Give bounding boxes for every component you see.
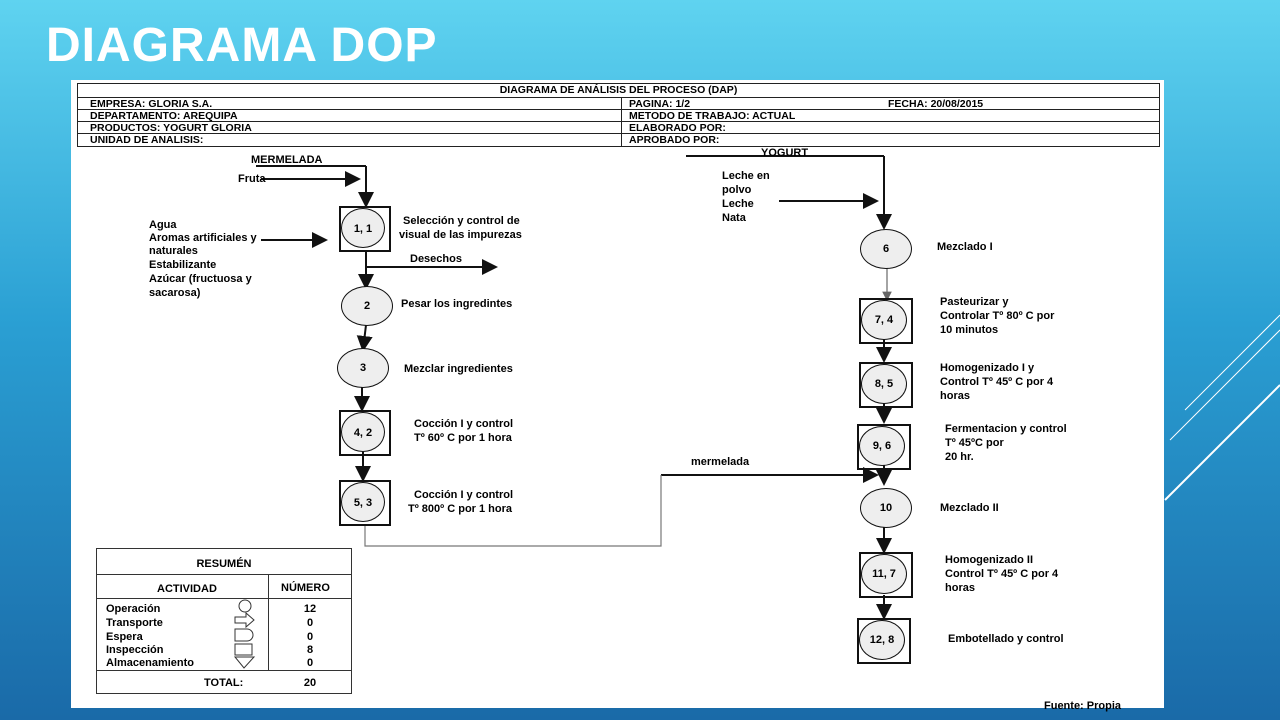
summary-value-espera: 0	[306, 631, 314, 643]
summary-table: RESUMÉN ACTIVIDAD NÚMERO Operación Trans…	[96, 548, 352, 694]
summary-row-espera: Espera	[106, 631, 143, 643]
summary-total-label: TOTAL:	[204, 677, 244, 689]
d-shape-icon	[234, 628, 254, 642]
source-footnote: Fuente: Propia	[1044, 700, 1122, 712]
arrow-icon	[234, 611, 255, 629]
summary-value-operacion: 12	[303, 603, 317, 615]
summary-value-inspeccion: 8	[306, 644, 314, 656]
fecha: FECHA: 20/08/2015	[888, 98, 984, 110]
flow-connectors	[256, 155, 892, 620]
summary-total-value: 20	[303, 677, 317, 689]
mermelada-link-label: mermelada	[691, 456, 750, 468]
elaborado-por: ELABORADO POR:	[629, 122, 726, 134]
mermelada-title: MERMELADA	[251, 154, 323, 166]
desechos-label: Desechos	[410, 253, 462, 265]
summary-value-almacenamiento: 0	[306, 657, 314, 669]
yogurt-title: YOGURT	[761, 147, 809, 159]
step-label-10: Mezclado II	[940, 502, 999, 514]
summary-value-transporte: 0	[306, 617, 314, 629]
summary-row-operacion: Operación	[106, 603, 161, 615]
col-number: NÚMERO	[281, 582, 330, 594]
header-table: DIAGRAMA DE ANÁLISIS DEL PROCESO (DAP) E…	[77, 83, 1160, 147]
process-sheet: DIAGRAMA DE ANÁLISIS DEL PROCESO (DAP) E…	[71, 80, 1164, 712]
circle-icon	[238, 599, 252, 613]
summary-row-inspeccion: Inspección	[106, 644, 164, 656]
summary-row-almacenamiento: Almacenamiento	[106, 657, 195, 669]
metodo-trabajo: METODO DE TRABAJO: ACTUAL	[629, 110, 796, 122]
input-fruta: Fruta	[238, 173, 266, 185]
step-label-12-8: Embotellado y control	[948, 633, 1064, 645]
triangle-icon	[233, 656, 256, 669]
unidad-analisis: UNIDAD DE ANALISIS:	[90, 134, 204, 146]
summary-title: RESUMÉN	[196, 558, 252, 570]
step-label-2: Pesar los ingredintes	[401, 298, 513, 310]
header-title: DIAGRAMA DE ANÁLISIS DEL PROCESO (DAP)	[499, 84, 738, 96]
empresa: EMPRESA: GLORIA S.A.	[90, 98, 213, 110]
summary-symbols	[233, 599, 256, 669]
aprobado-por: APROBADO POR:	[629, 134, 720, 146]
pagina: PAGINA: 1/2	[629, 98, 691, 110]
slide-title: DIAGRAMA DOP	[46, 19, 438, 72]
step-label-6: Mezclado I	[937, 241, 993, 253]
summary-row-transporte: Transporte	[106, 617, 163, 629]
square-icon	[234, 643, 253, 656]
col-activity: ACTIVIDAD	[157, 583, 217, 595]
productos: PRODUCTOS: YOGURT GLORIA	[90, 122, 252, 134]
departamento: DEPARTAMENTO: AREQUIPA	[90, 110, 238, 122]
step-label-3: Mezclar ingredientes	[404, 363, 513, 375]
